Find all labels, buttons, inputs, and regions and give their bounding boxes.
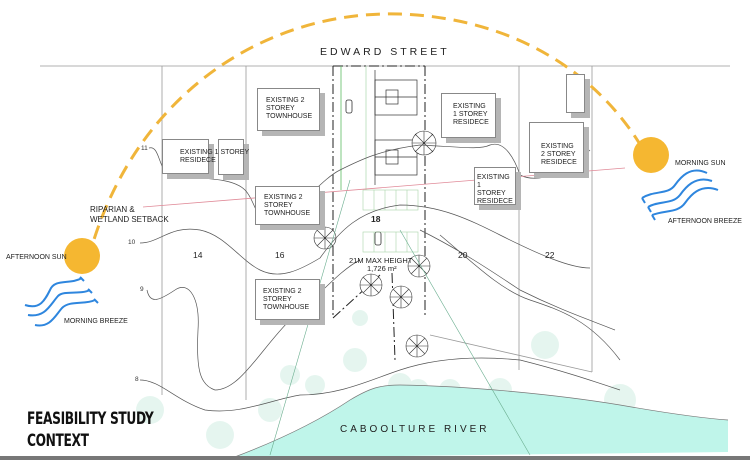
title-line-2: CONTEXT (27, 431, 89, 451)
building-b3: EXISTING 2 STOREY TOWNHOUSE (255, 186, 320, 225)
afternoon-breeze-label: AFTERNOON BREEZE (668, 218, 742, 225)
car-icon (374, 231, 382, 246)
riparian-setback-line (142, 167, 626, 208)
contour-label: 8 (135, 376, 139, 383)
building-label: EXISTING 2 STOREY RESIDECE (541, 143, 577, 166)
building-b8 (566, 74, 585, 113)
contour-lines (139, 143, 621, 412)
street-name: EDWARD STREET (320, 46, 450, 58)
morning-sun-icon (633, 137, 669, 173)
lot-number: 16 (275, 250, 285, 260)
morning-sun-label: MORNING SUN (675, 160, 726, 167)
afternoon-breeze-icon (641, 169, 719, 221)
river-name: CABOOLTURE RIVER (340, 424, 490, 435)
car-icon (345, 99, 353, 114)
title-line-1: FEASIBILITY STUDY (27, 409, 154, 429)
afternoon-sun-label: AFTERNOON SUN (6, 254, 67, 261)
building-b4: EXISTING 2 STOREY TOWNHOUSE (255, 279, 320, 320)
riparian-setback-label: RIPARIAN & WETLAND SETBACK (90, 205, 169, 224)
building-label: EXISTING 1 STOREY RESIDECE (477, 174, 513, 205)
building-label: EXISTING 1 STOREY RESIDECE (453, 103, 489, 126)
morning-breeze-icon (24, 276, 99, 327)
tree-icon (359, 273, 383, 297)
building-label: EXISTING 1 STOREY RESIDECE (180, 149, 250, 164)
subject-site-boundary (332, 65, 426, 361)
page-title: FEASIBILITY STUDY CONTEXT (27, 408, 154, 452)
tree-icon (313, 226, 337, 250)
tree-icon (411, 130, 437, 156)
contour-label: 10 (128, 239, 136, 246)
building-b2: EXISTING 2 STOREY TOWNHOUSE (257, 88, 320, 131)
tree-icon (405, 334, 429, 358)
morning-breeze-label: MORNING BREEZE (64, 318, 128, 325)
lot-number: 22 (545, 250, 555, 260)
contour-label: 9 (140, 286, 144, 293)
proposed-units (374, 70, 418, 185)
lot-number-subject: 18 (371, 214, 381, 224)
building-label: EXISTING 2 STOREY TOWNHOUSE (263, 288, 310, 311)
building-b6: EXISTING 1 STOREY RESIDECE (474, 167, 516, 205)
building-b5: EXISTING 1 STOREY RESIDECE (441, 93, 496, 138)
trees (313, 130, 437, 358)
lot-boundaries (161, 66, 593, 400)
building-b7: EXISTING 2 STOREY RESIDECE (529, 122, 584, 173)
tree-icon (407, 254, 431, 278)
parking-grid (362, 189, 419, 253)
afternoon-sun-icon (64, 238, 100, 274)
lot-number: 20 (458, 250, 468, 260)
site-height-label: 21M MAX HEIGHT (349, 256, 413, 265)
building-label: EXISTING 2 STOREY TOWNHOUSE (266, 97, 313, 120)
building-b1 (162, 139, 209, 174)
site-area-label: 1,726 m² (367, 264, 397, 273)
river-body (232, 385, 728, 458)
river-bank-line (231, 384, 729, 459)
lot-number: 14 (193, 250, 203, 260)
contour-label: 11 (141, 145, 148, 152)
tree-icon (389, 285, 413, 309)
building-label: EXISTING 2 STOREY TOWNHOUSE (264, 194, 311, 217)
building-b1b (218, 139, 244, 175)
bottom-border (0, 456, 750, 460)
